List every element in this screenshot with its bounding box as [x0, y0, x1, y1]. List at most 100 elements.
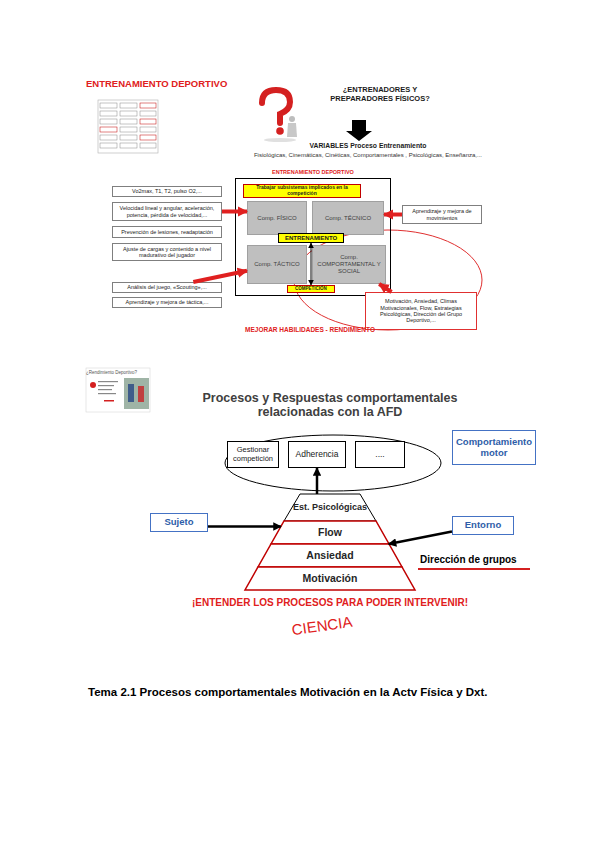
trapezoid-shape — [245, 567, 415, 590]
thumb-cell — [100, 119, 117, 124]
node-label: Comportamiento motor — [455, 437, 533, 459]
thumbnail-frame — [86, 368, 150, 412]
node-label: Sujeto — [164, 517, 193, 528]
input-box: Entorno — [452, 516, 514, 535]
pyramid-layer: Flow — [271, 521, 389, 544]
question-mark-symbol — [262, 90, 290, 123]
node-label: Flow — [318, 526, 342, 538]
group-ellipse — [225, 435, 441, 491]
slide-title: ENTRENAMIENTO DEPORTIVO — [86, 79, 286, 90]
thumb-cell — [140, 127, 156, 132]
trapezoid-shape — [284, 494, 376, 521]
input-box: Sujeto — [150, 513, 208, 532]
figure-shadow — [264, 138, 296, 142]
thumb-cell — [140, 135, 156, 140]
banner-box: Trabajar subsistemas implicados en la co… — [243, 184, 361, 198]
note-box: Aprendizaje y mejora de movimientos — [402, 205, 482, 224]
thumb-line — [98, 381, 118, 382]
thumb-photo-figure — [138, 386, 144, 402]
node-label: .... — [375, 450, 384, 460]
node-label: Trabajar subsistemas implicados en la co… — [246, 185, 358, 197]
note-box: Ajuste de cargas y contenido a nivel mad… — [112, 243, 222, 261]
component-box: Comp. TÁCTICO — [247, 245, 307, 284]
component-box: Comp. COMPORTAMENTAL Y SOCIAL — [312, 245, 386, 284]
node-label: Aprendizaje y mejora de táctica,... — [126, 299, 209, 305]
response-box: .... — [355, 441, 405, 468]
note-box: Análisis del juego, «Scouting»,... — [112, 282, 222, 293]
thumb-cell — [100, 103, 117, 108]
thumb-cell — [140, 111, 156, 116]
figure-body — [287, 123, 297, 137]
thumb-cell — [120, 143, 137, 148]
arrow-connector — [316, 468, 319, 494]
thumb-line — [104, 400, 114, 402]
arrow-connector — [208, 525, 281, 528]
node-label: Prevención de lesiones, readaptación — [121, 229, 213, 235]
figure-head — [289, 116, 295, 122]
thumbnail-frame — [98, 100, 158, 153]
node-label: Comp. TÁCTICO — [254, 261, 300, 268]
stamp-text: CIENCIA — [289, 613, 355, 639]
component-box: Comp. FÍSICO — [247, 201, 307, 235]
thumb-cell — [120, 127, 137, 132]
question-figure — [262, 90, 297, 142]
note-box: Prevención de lesiones, readaptación — [112, 226, 222, 238]
response-box: Gestionar competición — [227, 441, 279, 468]
frame-box: ENTRENAMIENTO DEPORTIVOTrabajar subsiste… — [235, 178, 391, 296]
thumb-question — [90, 382, 96, 388]
node-label: Comp. TÉCNICO — [325, 215, 371, 222]
node-label: Aprendizaje y mejora de movimientos — [405, 208, 479, 221]
node-label: Comp. COMPORTAMENTAL Y SOCIAL — [315, 254, 383, 275]
node-label: Gestionar competición — [230, 446, 276, 463]
thumb-photo-figure — [128, 384, 134, 402]
thumb-photo — [124, 378, 149, 409]
thumb-line — [98, 385, 114, 386]
arrow-connector — [389, 532, 452, 544]
thumb-cell — [120, 111, 137, 116]
node-label: Entorno — [465, 520, 501, 531]
thumb-cell — [120, 135, 137, 140]
page-caption: Tema 2.1 Procesos comportamentales Motiv… — [88, 686, 568, 699]
thumbnail-caption: ¿Rendimiento Deportivo? — [86, 370, 150, 375]
response-box: Adherencia — [288, 441, 346, 468]
pyramid-layer: Est. Psicológicas — [284, 494, 376, 521]
group-text: Dirección de grupos — [420, 554, 540, 566]
question-text: ¿ENTRENADORES Y PREPARADORES FÍSICOS? — [320, 86, 440, 103]
arrow-connector — [193, 271, 247, 282]
node-label: Análisis del juego, «Scouting»,... — [127, 284, 207, 290]
thumb-cell — [140, 103, 156, 108]
trapezoid-shape — [271, 521, 389, 544]
arrow-connector — [379, 284, 391, 292]
competition-box: COMPETICIÓN — [287, 285, 335, 293]
thumb-cell — [120, 119, 137, 124]
node-label: Ajuste de cargas y contenido a nivel mad… — [115, 246, 219, 259]
node-label: Ansiedad — [306, 549, 353, 561]
note-box: Aprendizaje y mejora de táctica,... — [112, 297, 222, 308]
thumb-cell — [100, 127, 117, 132]
node-label: Adherencia — [295, 450, 338, 460]
center-box: ENTRENAMIENTO — [278, 233, 344, 243]
slide-thumbnail — [86, 368, 150, 412]
node-label: Velocidad lineal y angular, aceleración,… — [115, 205, 219, 218]
thumb-cell — [140, 119, 156, 124]
red-underline — [418, 568, 530, 570]
trapezoid-shape — [258, 544, 402, 567]
slogan-text: ¡ENTENDER LOS PROCESOS PARA PODER INTERV… — [140, 597, 520, 609]
goal-text: MEJORAR HABILIDADES - RENDIMIENTO — [225, 326, 395, 333]
box-heading: ENTRENAMIENTO DEPORTIVO — [236, 169, 390, 175]
down-arrow — [346, 120, 372, 141]
arrow-connector — [384, 213, 402, 217]
variables-list: Fisiológicas, Cinemáticas, Cinéticas, Co… — [240, 152, 496, 159]
thumb-cell — [100, 135, 117, 140]
pyramid-layer: Motivación — [245, 567, 415, 590]
slide-heading: Procesos y Respuestas comportamentales r… — [180, 391, 480, 420]
thumb-line — [98, 393, 116, 394]
thumb-cell — [100, 143, 117, 148]
note-box: Vo2max, T1, T2, pulso O2,... — [112, 186, 222, 197]
thumb-cell — [120, 103, 137, 108]
thumb-line — [98, 389, 112, 390]
thumb-cell — [100, 111, 117, 116]
component-box: Comp. TÉCNICO — [312, 201, 384, 235]
table-thumbnail — [98, 100, 158, 153]
